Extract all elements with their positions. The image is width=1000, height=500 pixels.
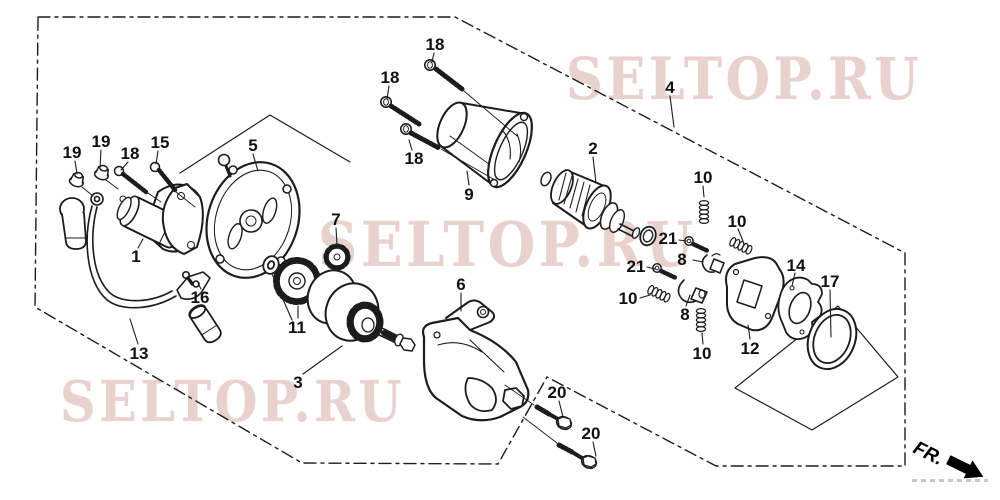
armature-part-2 [540,169,657,247]
plane-behind-end-cover [179,114,351,174]
brush-8-b [677,279,708,304]
callout-20-a: 20 [548,383,567,402]
spring-10-b [728,236,754,256]
callout-2: 2 [588,139,597,158]
callout-3: 3 [293,373,302,392]
screw-18-left [113,165,149,195]
brush-8-a [701,253,725,274]
bolt-20-b [556,442,598,470]
spring-10-a [698,200,710,224]
bolt-20-a [534,404,573,431]
yoke-housing-part-9 [436,101,533,189]
callout-15: 15 [151,133,170,152]
callout-10-c: 10 [619,289,638,308]
callout-11: 11 [288,318,306,337]
callout-8-a: 8 [677,250,686,269]
o-ring-part-17 [806,307,858,371]
nut-19-a [68,171,85,188]
callout-18-c: 18 [405,149,424,168]
callout-18-a: 18 [426,35,445,54]
callout-20-b: 20 [582,424,601,443]
callout-10-d: 10 [693,344,712,363]
callout-6: 6 [456,275,465,294]
screw-15 [149,161,178,193]
gear-cover-part-6 [421,299,530,422]
alignment-lines [81,90,558,444]
callout-21-b: 21 [627,257,646,276]
print-code-mark [912,479,988,482]
plane-behind-oring [734,305,899,431]
fr-label: FR. [910,438,947,470]
callout-10-b: 10 [728,212,747,231]
callout-21-a: 21 [659,229,678,248]
nut-19-b [93,164,110,181]
callout-4: 4 [665,78,675,97]
watermark-middle: SELTOP.RU [318,208,697,281]
callout-13: 13 [130,344,149,363]
assembly-boundary-dashed [34,16,906,467]
callout-19-b: 19 [92,132,111,151]
callout-5: 5 [248,136,257,155]
callout-7: 7 [331,210,340,229]
screw-21-a [684,236,711,254]
callout-18-b: 18 [381,68,400,87]
callout-12: 12 [741,339,760,358]
small-gear-part-7 [323,243,351,271]
fr-arrow-icon [946,455,984,479]
end-cover-part-5 [161,153,301,279]
spring-10-c [646,284,672,304]
terminal-cap-part-16 [188,304,222,344]
callout-18-left: 18 [121,144,140,163]
bolt-18-b [379,96,422,127]
callout-8-b: 8 [680,305,689,324]
callout-10-a: 10 [694,168,713,187]
watermark-bottom: SELTOP.RU [60,369,406,435]
leader-lines [74,52,832,457]
bolt-18-a [423,58,465,92]
spring-10-d [695,308,707,332]
callout-9: 9 [464,185,473,204]
bolt-18-c [399,123,442,151]
callout-19-a: 19 [63,143,82,162]
callout-14: 14 [787,256,806,275]
starter-clutch-part-3 [306,269,416,352]
brush-holder-part-12 [725,256,785,332]
callout-17: 17 [821,272,840,291]
callout-1: 1 [131,247,140,266]
callout-16: 16 [191,288,210,307]
cable-band-part-13 [59,192,177,309]
screw-21-b [652,263,679,281]
cable-bracket [176,270,211,300]
watermark-top: SELTOP.RU [566,45,923,113]
